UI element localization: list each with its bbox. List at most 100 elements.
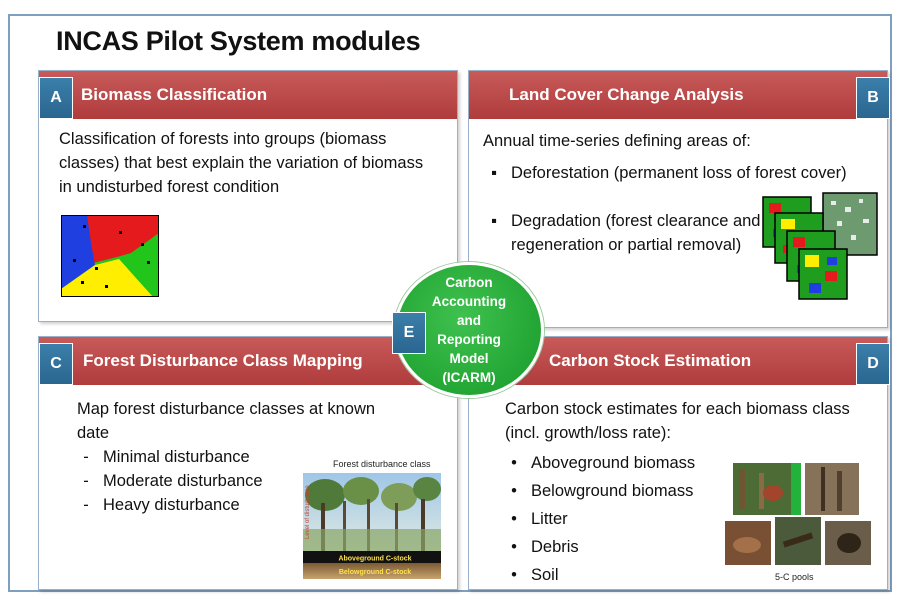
panel-d-title: Carbon Stock Estimation [549, 351, 752, 370]
list-item-text: Debris [531, 538, 579, 556]
map-dot [81, 281, 84, 284]
list-item: - Minimal disturbance [75, 445, 263, 469]
panel-b-intro: Annual time-series defining areas of: [483, 132, 751, 150]
list-item-text: Litter [531, 510, 568, 528]
forest-disturbance-photo: Aboveground C-stock Belowground C-stock … [303, 473, 441, 579]
panel-c-list: - Minimal disturbance - Moderate disturb… [75, 445, 263, 517]
panel-d-intro: Carbon stock estimates for each biomass … [505, 400, 850, 442]
map-dot [83, 225, 86, 228]
map-dot [73, 259, 76, 262]
list-item-text: Soil [531, 566, 559, 584]
list-item: • Belowground biomass [503, 477, 695, 505]
bullet-dot-icon: • [511, 566, 517, 584]
list-item: • Debris [503, 533, 695, 561]
bullet-dot-icon: • [511, 482, 517, 500]
aboveground-band [303, 551, 441, 563]
panel-land-cover-change: Land Cover Change Analysis Annual time-s… [468, 70, 888, 328]
satellite-speck [851, 235, 856, 240]
badge-e: E [392, 312, 426, 354]
map-frame [61, 215, 159, 297]
badge-d: D [856, 343, 890, 385]
map-region-blue [61, 215, 95, 289]
list-item: - Moderate disturbance [75, 469, 263, 493]
belowground-band-label: Belowground C-stock [339, 569, 411, 576]
bullet-dash-icon: - [83, 448, 89, 466]
panel-carbon-stock-estimation: Carbon Stock Estimation Carbon stock est… [468, 336, 888, 590]
icarm-label: Carbon Accounting and Reporting Model (I… [431, 275, 507, 385]
tree-trunk [367, 499, 370, 551]
satellite-speck [859, 199, 863, 203]
panel-c-body: Map forest disturbance classes at known … [39, 385, 457, 589]
bullet-dot-icon: • [511, 454, 517, 472]
list-item: • Aboveground biomass [503, 449, 695, 477]
bullet-dash-icon: - [83, 472, 89, 490]
disturbance-photo-title: Forest disturbance class [333, 459, 431, 469]
panel-d-body: Carbon stock estimates for each biomass … [469, 385, 887, 589]
list-item-text: Minimal disturbance [103, 448, 250, 466]
panel-c-title: Forest Disturbance Class Mapping [83, 351, 363, 370]
land-cover-time-series-maps [762, 192, 878, 300]
tree-trunk [321, 503, 325, 551]
tree-canopy [305, 479, 345, 511]
panel-b-title: Land Cover Change Analysis [509, 85, 744, 104]
understorey [303, 529, 441, 551]
carbon-pools-caption: 5-C pools [775, 572, 814, 582]
map-dot [147, 261, 150, 264]
panel-a-body: Classification of forests into groups (b… [39, 119, 457, 321]
panel-d-list: • Aboveground biomass • Belowground biom… [503, 449, 695, 589]
panel-a-header: Biomass Classification [39, 71, 457, 119]
disturbance-axis-label: Level of disturbance [305, 485, 311, 539]
map-dot [95, 267, 98, 270]
panel-c-header: Forest Disturbance Class Mapping [39, 337, 457, 385]
tree-canopy [381, 483, 417, 511]
panel-b-body: Annual time-series defining areas of: ▪ … [469, 119, 887, 327]
map-dot [105, 285, 108, 288]
carbon-pools-photo-collage [725, 463, 871, 565]
panel-b-header: Land Cover Change Analysis [469, 71, 887, 119]
satellite-speck [863, 219, 869, 223]
panel-forest-disturbance-mapping: Forest Disturbance Class Mapping Map for… [38, 336, 458, 590]
pool-photo-belowground [805, 463, 859, 515]
biomass-class-map [61, 215, 159, 297]
tree-trunk [421, 499, 425, 551]
pool-photo-connector [791, 463, 801, 515]
list-item: ▪ Degradation (forest clearance and rege… [483, 209, 763, 257]
panel-a-title: Biomass Classification [81, 85, 268, 104]
list-item: • Litter [503, 505, 695, 533]
belowground-band [303, 563, 441, 579]
tree-trunk [395, 503, 398, 551]
badge-c: C [39, 343, 73, 385]
satellite-speck [845, 207, 851, 212]
tree-trunk [343, 501, 346, 551]
badge-b: B [856, 77, 890, 119]
bullet-square-icon: ▪ [491, 212, 497, 230]
bullet-dot-icon: • [511, 510, 517, 528]
bullet-dot-icon: • [511, 538, 517, 556]
panel-c-intro: Map forest disturbance classes at known … [77, 400, 376, 442]
panel-a-description: Classification of forests into groups (b… [59, 130, 424, 196]
list-item-text: Heavy disturbance [103, 496, 240, 514]
list-item: • Soil [503, 561, 695, 589]
map-dot [119, 231, 122, 234]
list-item-text: Belowground biomass [531, 482, 694, 500]
list-item-text: Degradation (forest clearance and regene… [511, 212, 761, 254]
list-item-text: Moderate disturbance [103, 472, 263, 490]
aboveground-band-label: Aboveground C-stock [338, 556, 411, 563]
page-title: INCAS Pilot System modules [56, 26, 421, 56]
bullet-square-icon: ▪ [491, 164, 497, 182]
satellite-speck [837, 221, 842, 226]
badge-a: A [39, 77, 73, 119]
bullet-dash-icon: - [83, 496, 89, 514]
panel-b-list: ▪ Deforestation (permanent loss of fores… [483, 161, 883, 257]
list-item-text: Deforestation (permanent loss of forest … [511, 164, 847, 182]
list-item: ▪ Deforestation (permanent loss of fores… [483, 161, 883, 185]
satellite-speck [831, 201, 836, 205]
map-dot [141, 243, 144, 246]
tree-canopy [413, 477, 441, 501]
panel-biomass-classification: Biomass Classification Classification of… [38, 70, 458, 322]
list-item: - Heavy disturbance [75, 493, 263, 517]
list-item-text: Aboveground biomass [531, 454, 696, 472]
change-map-layer-4 [798, 248, 848, 300]
tree-canopy [343, 477, 379, 505]
map-region-yellow [61, 259, 153, 297]
